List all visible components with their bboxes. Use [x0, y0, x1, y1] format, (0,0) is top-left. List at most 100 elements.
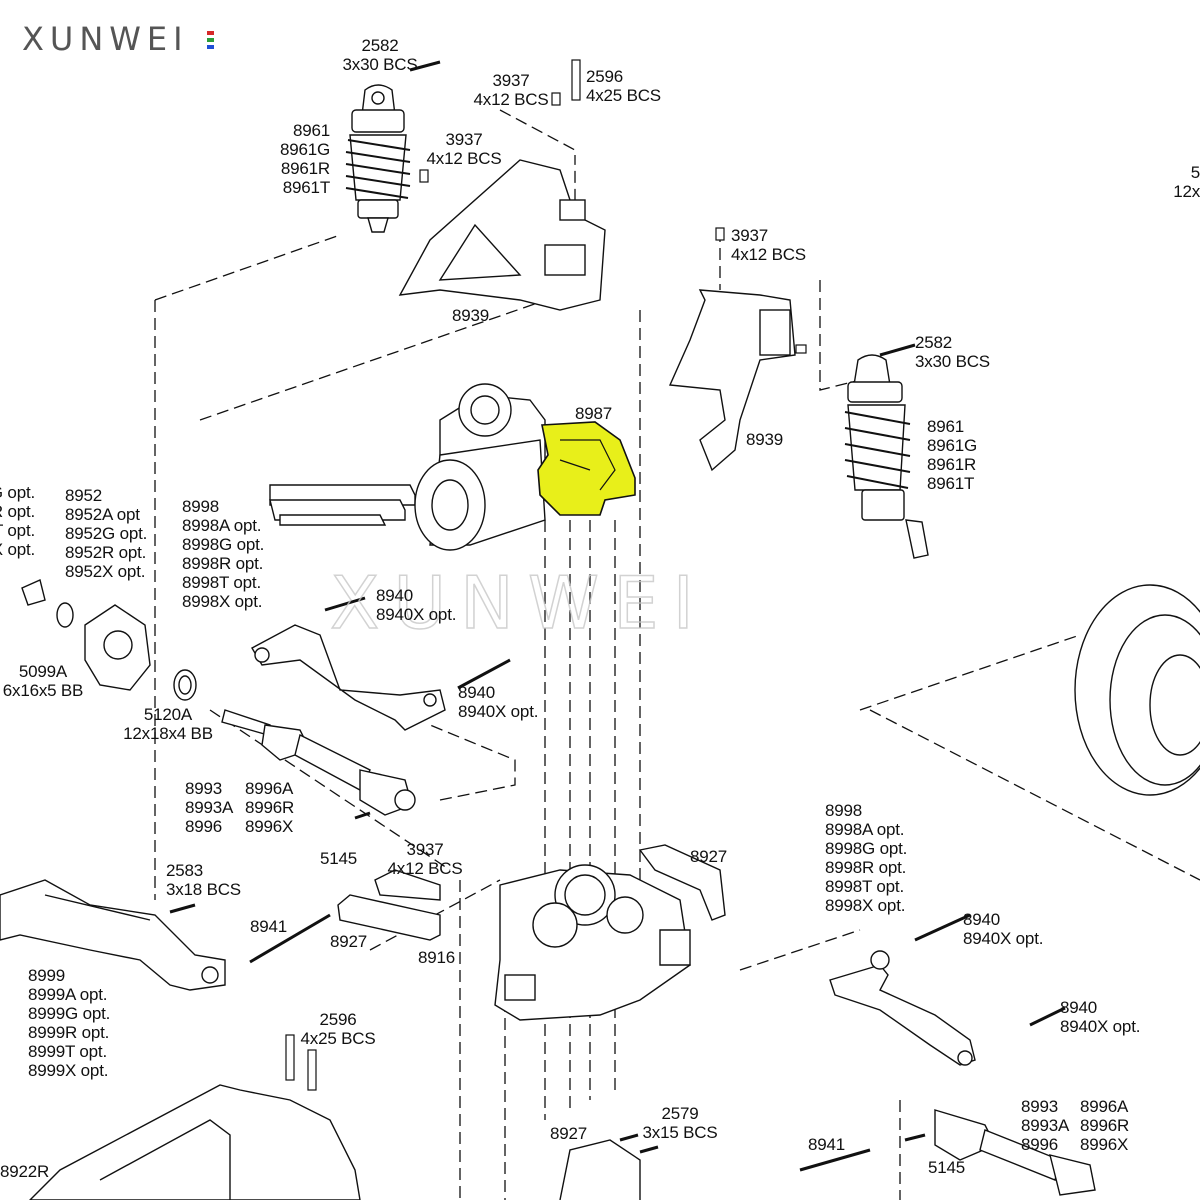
shock-tower-left: [398, 159, 606, 311]
label-line: 8940X opt.: [1060, 1017, 1141, 1036]
label-line: 8952: [65, 486, 103, 505]
label-pin-8941-a: 8941: [250, 917, 287, 936]
label-line: 8998: [825, 801, 863, 820]
label-line: 6x16x5 BB: [2, 681, 84, 700]
label-line: 8996R: [245, 798, 295, 817]
label-mount-8916: 8916: [418, 948, 455, 967]
label-line: 8999: [28, 966, 66, 985]
label-line: X opt.: [0, 540, 35, 559]
label-line: 4x25 BCS: [300, 1029, 376, 1048]
shock-tower-right: [668, 289, 796, 472]
front-shock: [345, 84, 411, 233]
label-line: 12x: [1173, 182, 1200, 201]
label-line: 8940: [458, 683, 496, 702]
carrier-and-bearings: [21, 579, 197, 701]
label-line: 2579: [661, 1104, 699, 1123]
label-line: 3937: [406, 840, 444, 859]
label-line: 5: [1190, 163, 1200, 182]
label-line: 3x18 BCS: [166, 880, 241, 899]
label-line: T opt.: [0, 521, 35, 540]
wheel-partial: [1074, 584, 1200, 796]
label-line: 3937: [445, 130, 483, 149]
label-line: 8952R opt.: [65, 543, 147, 562]
label-line: 8961: [927, 417, 965, 436]
driveshaft-front: [221, 709, 416, 816]
screws-and-pins: [169, 59, 1066, 1172]
label-line: 8952X opt.: [65, 562, 146, 581]
label-line: 3x15 BCS: [642, 1123, 718, 1142]
watermark-text: XUNWEI: [330, 561, 708, 645]
label-line: 8998G opt.: [825, 839, 908, 858]
transmission: [494, 864, 691, 1021]
label-line: 8998X opt.: [825, 896, 906, 915]
label-line: 8922R: [0, 1162, 50, 1181]
label-line: 8996X: [1080, 1135, 1129, 1154]
label-line: 8999T opt.: [28, 1042, 107, 1061]
label-chassis-8922r: 8922R: [0, 1162, 49, 1181]
label-line: 8916: [418, 948, 456, 967]
label-line: 8961T: [282, 178, 330, 197]
label-line: 8993A: [185, 798, 234, 817]
label-line: 4x25 BCS: [586, 86, 661, 105]
motor-assembly: [269, 383, 636, 551]
label-line: 5145: [320, 849, 358, 868]
label-line: 8996A: [1080, 1097, 1129, 1116]
label-line: 8998T opt.: [825, 877, 904, 896]
braces-center: [337, 844, 726, 941]
label-line: 2596: [586, 67, 624, 86]
label-pin-5145-b: 5145: [928, 1158, 965, 1177]
label-line: 8940X opt.: [963, 929, 1044, 948]
label-tower-right: 8939: [746, 430, 783, 449]
label-line: 8998R opt.: [825, 858, 907, 877]
label-line: 8941: [250, 917, 288, 936]
label-line: 8939: [452, 306, 490, 325]
label-edge-left-opts: G opt.R opt.T opt.X opt.: [0, 483, 35, 559]
label-line: 4x12 BCS: [731, 245, 806, 264]
label-tower-left: 8939: [452, 306, 489, 325]
label-line: 8961G: [279, 140, 330, 159]
label-line: 4x12 BCS: [426, 149, 502, 168]
driveshaft-rear: [934, 1109, 1096, 1196]
label-line: 8927: [330, 932, 368, 951]
label-line: 8996R: [1080, 1116, 1130, 1135]
label-line: 2596: [319, 1010, 357, 1029]
label-line: 3937: [492, 71, 530, 90]
label-line: 5145: [928, 1158, 966, 1177]
label-pin-8941-b: 8941: [808, 1135, 845, 1154]
label-line: 8961T: [927, 474, 975, 493]
label-line: 4x12 BCS: [387, 859, 463, 878]
label-line: 8998: [182, 497, 220, 516]
label-line: 2582: [361, 36, 399, 55]
label-line: 8996: [185, 817, 223, 836]
label-line: 3x30 BCS: [342, 55, 418, 74]
label-line: 8998G opt.: [182, 535, 265, 554]
label-line: 5099A: [18, 662, 68, 681]
label-line: 8999R opt.: [28, 1023, 110, 1042]
label-brace-8927-mid: 8927: [330, 932, 367, 951]
label-line: 5120A: [143, 705, 193, 724]
label-brace-8927-top: 8927: [690, 847, 727, 866]
label-line: R opt.: [0, 502, 35, 521]
label-line: 8996A: [245, 779, 294, 798]
lower-arm-right: [829, 950, 976, 1066]
label-line: 8961R: [927, 455, 977, 474]
chassis-bottom: [29, 1084, 641, 1200]
